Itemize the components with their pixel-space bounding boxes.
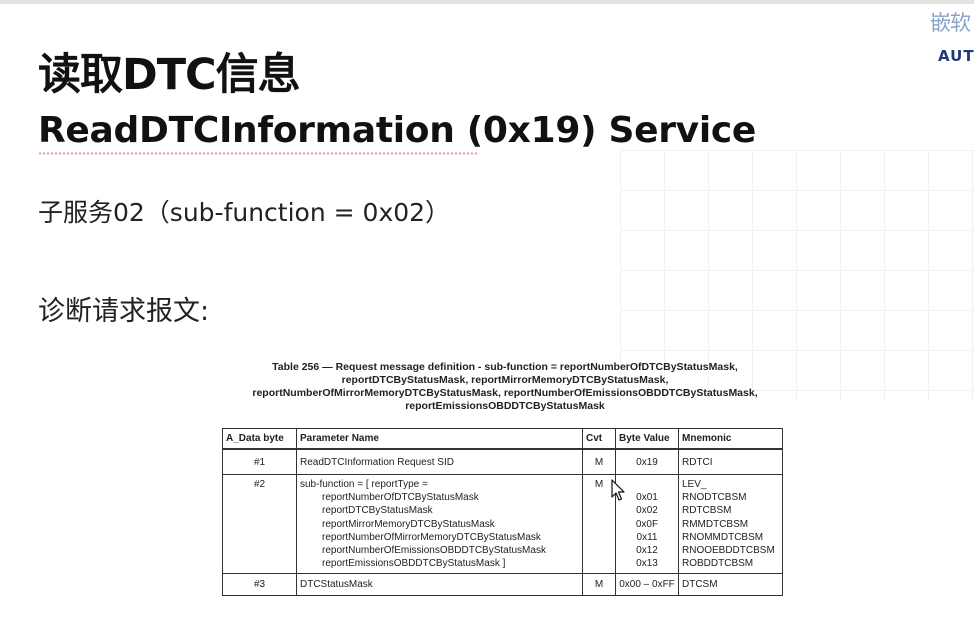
cell-cvt: M xyxy=(582,448,616,475)
header-mnemonic: Mnemonic xyxy=(678,428,783,450)
cell-cvt: M xyxy=(582,573,616,597)
table-row: #2 sub-function = [ reportType = reportN… xyxy=(222,473,783,575)
mnemonic-line: RMMDTCBSM xyxy=(682,518,749,530)
background-watermark xyxy=(620,150,974,400)
cell-mnemonic: DTCSM xyxy=(678,573,783,597)
table-row: #3 DTCStatusMask M 0x00 – 0xFF DTCSM xyxy=(222,573,783,597)
value-line: 0x13 xyxy=(636,558,658,570)
header-parameter-name: Parameter Name xyxy=(296,428,583,450)
brand-logo-wordmark: AUT xyxy=(938,47,974,65)
table-caption: Table 256 — Request message definition -… xyxy=(222,361,788,413)
request-message-table: A_Data byte Parameter Name Cvt Byte Valu… xyxy=(222,428,783,597)
header-cvt: Cvt xyxy=(582,428,616,450)
cell-value: 0x19 xyxy=(615,448,679,475)
param-line: reportNumberOfEmissionsOBDDTCByStatusMas… xyxy=(322,545,546,557)
mnemonic-line: RDTCBSM xyxy=(682,505,732,517)
brand-logo-text: 嵌软 xyxy=(930,11,971,35)
spellcheck-underline xyxy=(38,152,478,155)
mnemonic-line: RNOMMDTCBSM xyxy=(682,531,764,543)
table-row: #1 ReadDTCInformation Request SID M 0x19… xyxy=(222,448,783,475)
param-line: reportDTCByStatusMask xyxy=(322,505,433,517)
mnemonic-line: LEV_ xyxy=(682,479,707,490)
cell-param: ReadDTCInformation Request SID xyxy=(296,448,583,475)
caption-line: reportDTCByStatusMask, reportMirrorMemor… xyxy=(341,374,669,386)
caption-line: reportEmissionsOBDDTCByStatusMask xyxy=(405,400,605,412)
cell-mnemonic: RDTCI xyxy=(678,448,783,475)
cell-byte: #1 xyxy=(222,448,297,475)
caption-line: reportNumberOfMirrorMemoryDTCByStatusMas… xyxy=(252,387,758,399)
value-line: 0x11 xyxy=(636,531,658,543)
cell-value: 0x01 0x02 0x0F 0x11 0x12 0x13 xyxy=(615,473,679,575)
table-header-row: A_Data byte Parameter Name Cvt Byte Valu… xyxy=(222,428,783,450)
param-line: reportNumberOfMirrorMemoryDTCByStatusMas… xyxy=(322,531,541,543)
cell-mnemonic: LEV_ RNODTCBSM RDTCBSM RMMDTCBSM RNOMMDT… xyxy=(678,473,783,575)
mnemonic-line: ROBDDTCBSM xyxy=(682,558,754,570)
header-byte-value: Byte Value xyxy=(615,428,679,450)
value-line: 0x0F xyxy=(635,518,659,530)
cell-byte: #2 xyxy=(222,473,297,575)
param-line: reportNumberOfDTCByStatusMask xyxy=(322,492,479,504)
param-line: sub-function = [ reportType = xyxy=(300,479,428,490)
value-line: 0x02 xyxy=(636,505,658,517)
cell-cvt: M xyxy=(582,473,616,575)
header-a-data-byte: A_Data byte xyxy=(222,428,297,450)
slide-title-english: ReadDTCInformation (0x19) Service xyxy=(38,110,757,151)
top-divider xyxy=(0,0,974,4)
value-line xyxy=(619,478,675,491)
cell-param: sub-function = [ reportType = reportNumb… xyxy=(296,473,583,575)
subfunction-label: 子服务02（sub-function = 0x02） xyxy=(38,198,451,227)
caption-line: Table 256 — Request message definition -… xyxy=(272,361,738,373)
cell-byte: #3 xyxy=(222,573,297,597)
slide-title-chinese: 读取DTC信息 xyxy=(38,50,301,100)
param-line: reportMirrorMemoryDTCByStatusMask xyxy=(322,518,495,530)
param-line: reportEmissionsOBDDTCByStatusMask ] xyxy=(322,558,506,570)
mnemonic-line: RNOOEBDDTCBSM xyxy=(682,545,775,557)
value-line: 0x01 xyxy=(636,492,658,504)
value-line: 0x12 xyxy=(636,545,658,557)
mouse-pointer-icon xyxy=(611,479,625,501)
mnemonic-line: RNODTCBSM xyxy=(682,492,747,504)
cell-value: 0x00 – 0xFF xyxy=(615,573,679,597)
cell-param: DTCStatusMask xyxy=(296,573,583,597)
request-message-label: 诊断请求报文: xyxy=(38,296,210,327)
